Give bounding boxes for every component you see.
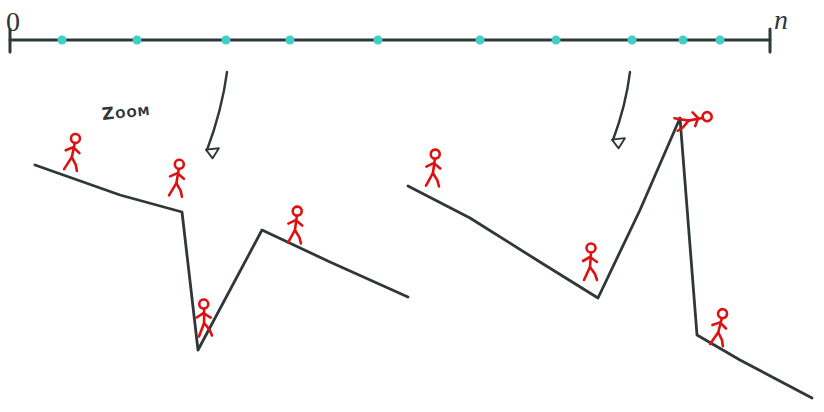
point-dot bbox=[628, 36, 637, 45]
point-dot bbox=[133, 36, 142, 45]
zoom-arrow bbox=[613, 72, 630, 140]
point-dot bbox=[716, 36, 725, 45]
stick-figure bbox=[63, 133, 82, 171]
point-dot bbox=[374, 36, 383, 45]
point-dot bbox=[222, 36, 231, 45]
stick-figure bbox=[425, 149, 442, 186]
zoom-label: Zoom bbox=[101, 101, 151, 123]
stick-figure bbox=[287, 206, 304, 243]
left-landscape bbox=[35, 165, 408, 350]
stick-figure bbox=[709, 308, 729, 346]
point-dot bbox=[476, 36, 485, 45]
point-dot bbox=[286, 36, 295, 45]
axis-label: n bbox=[774, 6, 788, 34]
stick-figure bbox=[674, 108, 713, 131]
point-dot bbox=[58, 36, 67, 45]
end-tick bbox=[769, 29, 772, 52]
axis-label: 0 bbox=[6, 8, 20, 36]
stick-figure bbox=[168, 159, 186, 197]
point-dot bbox=[679, 36, 688, 45]
zoom-arrow bbox=[207, 72, 227, 150]
right-landscape bbox=[408, 118, 812, 398]
point-dot bbox=[552, 36, 561, 45]
stick-figure bbox=[583, 244, 597, 281]
number-line bbox=[10, 39, 770, 42]
stick-figure bbox=[195, 299, 212, 336]
